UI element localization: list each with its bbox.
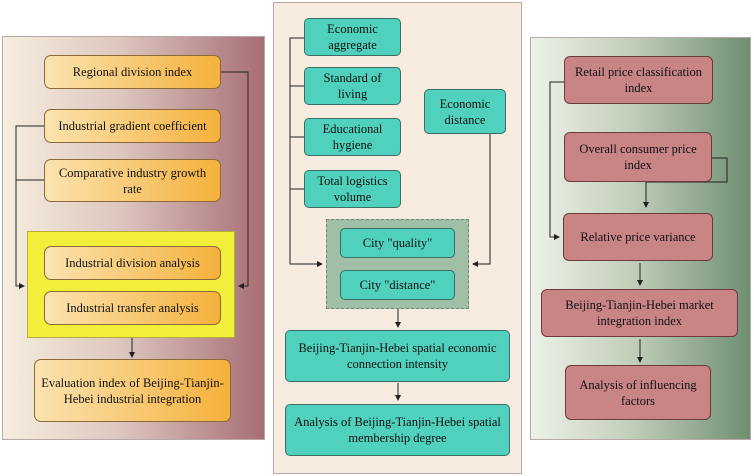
connector-cpi-to-variance — [643, 157, 728, 208]
connector-retail-to-variance — [549, 81, 564, 240]
market-integration-index-node: Beijing-Tianjin-Hebei market integration… — [541, 289, 738, 337]
comparative-industry-growth-rate-node: Comparative industry growth rate — [44, 159, 221, 202]
industrial-gradient-coefficient-node: Industrial gradient coefficient — [44, 109, 221, 143]
connector-regional-to-transfer — [221, 71, 249, 289]
industrial-transfer-analysis-node: Industrial transfer analysis — [44, 291, 221, 325]
influencing-factors-node: Analysis of influencing factors — [565, 365, 711, 420]
spatial-connection-intensity-node: Beijing-Tianjin-Hebei spatial economic c… — [285, 330, 510, 382]
industrial-division-analysis-node: Industrial division analysis — [44, 246, 221, 280]
overall-consumer-price-index-node: Overall consumer price index — [564, 132, 712, 182]
city-quality-node: City "quality" — [340, 228, 455, 258]
connector-gradient-to-transfer — [15, 125, 44, 289]
evaluation-index-node: Evaluation index of Beijing-Tianjin-Hebe… — [34, 359, 231, 422]
regional-division-index-node: Regional division index — [44, 55, 221, 89]
standard-of-living-node: Standard of living — [304, 67, 401, 105]
spatial-membership-degree-node: Analysis of Beijing-Tianjin-Hebei spatia… — [285, 404, 510, 456]
economic-aggregate-node: Economic aggregate — [304, 18, 401, 56]
retail-price-classification-index-node: Retail price classification index — [564, 56, 713, 104]
relative-price-variance-node: Relative price variance — [563, 213, 713, 261]
total-logistics-volume-node: Total logistics volume — [304, 170, 401, 208]
connector-indicators-to-city-quality — [289, 37, 323, 267]
educational-hygiene-node: Educational hygiene — [304, 118, 401, 156]
connector-distance-to-city-group — [472, 134, 491, 267]
city-distance-node: City "distance" — [340, 270, 455, 300]
economic-distance-node: Economic distance — [424, 89, 506, 134]
